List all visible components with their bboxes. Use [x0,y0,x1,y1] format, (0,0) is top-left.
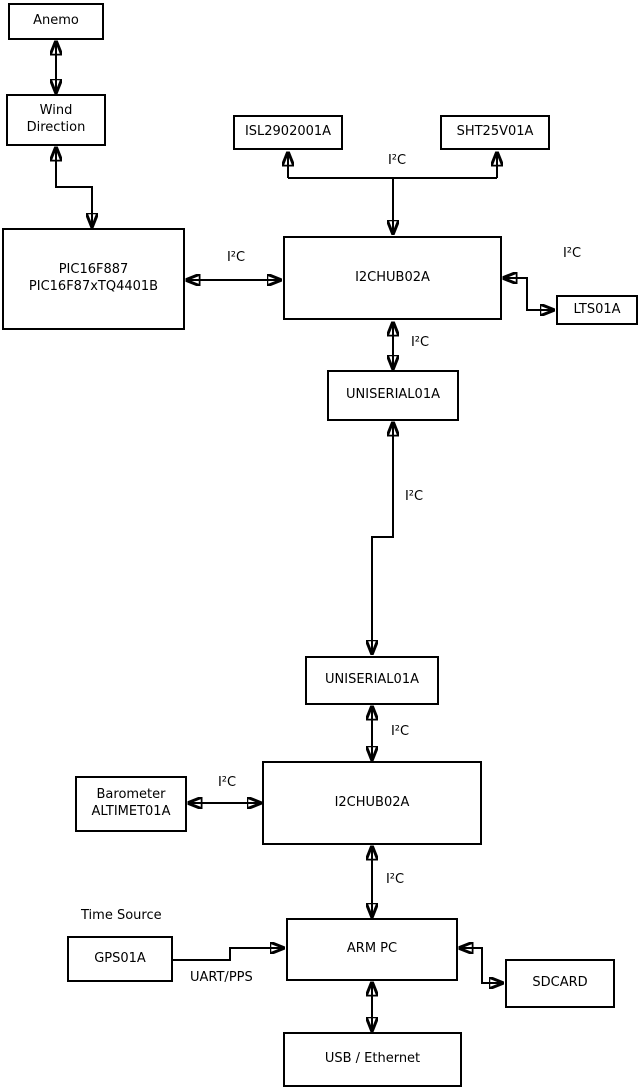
node-anemo: Anemo [8,3,104,40]
node-gps-label: GPS01A [94,950,146,966]
node-anemo-label: Anemo [33,13,79,29]
edge-label-i2c-baro-hub2: I²C [217,775,237,790]
edge-winddirection-pic [56,147,92,227]
node-uniserial-2: UNISERIAL01A [305,656,439,705]
edge-uniserial1-uniserial2 [372,422,393,654]
node-pic-label: PIC16F887 PIC16F87xTQ4401B [28,262,159,294]
node-uniserial-1: UNISERIAL01A [327,370,459,421]
node-barometer-label: Barometer ALTIMET01A [91,787,171,819]
node-sdcard-label: SDCARD [532,975,588,991]
node-usb-ethernet: USB / Ethernet [283,1032,462,1087]
edge-label-i2c-pic-hub: I²C [226,250,246,265]
node-pic: PIC16F887 PIC16F87xTQ4401B [2,228,185,330]
node-isl-label: ISL2902001A [244,124,332,140]
edge-i2chub1-lts [503,278,554,310]
node-lts: LTS01A [556,295,638,325]
node-sht: SHT25V01A [440,115,550,150]
edge-label-i2c-hub2-arm: I²C [385,872,405,887]
node-usb-ethernet-label: USB / Ethernet [324,1051,421,1067]
node-i2chub-1-label: I2CHUB02A [355,269,430,285]
node-wind-direction: Wind Direction [6,94,106,146]
edge-label-i2c-hub-uni1: I²C [410,335,430,350]
edge-gps-armpc [173,948,284,961]
node-arm-pc-label: ARM PC [346,941,398,957]
node-sht-label: SHT25V01A [456,124,534,140]
node-isl: ISL2902001A [233,115,343,150]
node-barometer: Barometer ALTIMET01A [75,776,187,832]
edge-label-uart-pps: UART/PPS [190,970,253,985]
edge-armpc-sdcard [459,948,503,983]
edge-label-i2c-isl-sht: I²C [387,153,407,168]
node-wind-direction-label: Wind Direction [26,103,86,135]
node-arm-pc: ARM PC [286,918,458,981]
node-uniserial-1-label: UNISERIAL01A [346,387,440,403]
node-i2chub-2: I2CHUB02A [262,761,482,845]
node-sdcard: SDCARD [505,959,615,1008]
node-i2chub-2-label: I2CHUB02A [334,794,410,810]
node-lts-label: LTS01A [573,301,621,317]
node-gps: GPS01A [67,936,173,982]
edge-label-i2c-hub-lts: I²C [562,246,582,261]
node-uniserial-2-label: UNISERIAL01A [325,672,419,688]
label-time-source: Time Source [81,908,162,923]
node-i2chub-1: I2CHUB02A [283,236,502,320]
edge-label-i2c-uni1-uni2: I²C [404,489,424,504]
edge-label-i2c-uni2-hub2: I²C [390,724,410,739]
